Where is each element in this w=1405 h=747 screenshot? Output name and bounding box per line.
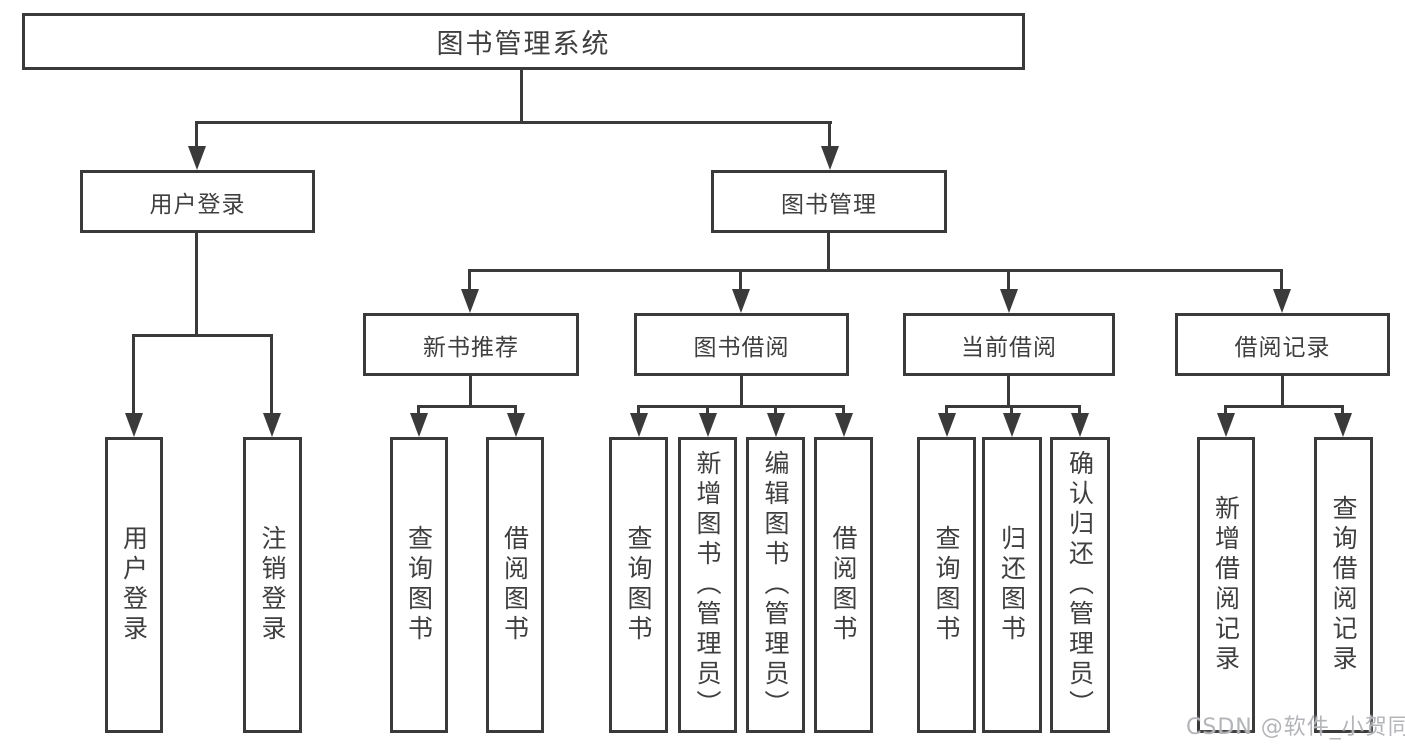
node-label: 当前借阅 [961, 334, 1057, 361]
node-label: 借阅记录 [1234, 334, 1331, 361]
leaf-query-books-borrow: 查询图书 [609, 437, 668, 733]
arrowhead-down-icon [125, 413, 143, 437]
connector-vline [1341, 405, 1344, 417]
connector-vline [1281, 376, 1284, 408]
connector-hline [945, 405, 1081, 408]
node-user-login: 用户登录 [80, 170, 315, 233]
arrowhead-down-icon [1334, 413, 1352, 437]
arrowhead-down-icon [1000, 289, 1018, 313]
leaf-query-borrow-record: 查询借阅记录 [1314, 437, 1373, 733]
leaf-add-book-admin: 新增图书（管理员） [678, 437, 737, 733]
leaf-logout: 注销登录 [243, 437, 302, 733]
leaf-return-books: 归还图书 [982, 437, 1042, 733]
connector-vline [945, 405, 948, 417]
node-library-system: 图书管理系统 [22, 13, 1025, 70]
arrowhead-down-icon [821, 146, 839, 170]
connector-vline [468, 269, 471, 292]
connector-vline [469, 376, 472, 408]
node-label: 新书推荐 [423, 334, 519, 361]
arrowhead-down-icon [410, 413, 428, 437]
connector-hline [195, 121, 832, 124]
connector-vline [270, 334, 273, 415]
leaf-query-books-current: 查询图书 [917, 437, 976, 733]
connector-vline [739, 269, 742, 292]
connector-vline [195, 121, 198, 149]
connector-vline [1280, 269, 1283, 292]
connector-vline [740, 376, 743, 408]
connector-vline [774, 405, 777, 417]
leaf-label: 查询借阅记录 [1329, 495, 1358, 675]
leaf-label: 注销登录 [258, 525, 287, 645]
connector-vline [1007, 376, 1010, 408]
connector-vline [842, 405, 845, 417]
arrowhead-down-icon [461, 289, 479, 313]
arrowhead-down-icon [938, 413, 956, 437]
leaf-borrow-books: 借阅图书 [814, 437, 873, 733]
leaf-label: 借阅图书 [500, 525, 530, 645]
leaf-borrow-books-recommend: 借阅图书 [486, 437, 544, 733]
connector-vline [1224, 405, 1227, 417]
node-book-management: 图书管理 [711, 170, 947, 233]
leaf-confirm-return-admin: 确认归还（管理员） [1050, 437, 1110, 733]
connector-vline [132, 334, 135, 415]
leaf-add-borrow-record: 新增借阅记录 [1197, 437, 1255, 733]
connector-hline [637, 405, 845, 408]
connector-hline [417, 405, 517, 408]
node-label: 图书管理 [781, 191, 877, 218]
leaf-label: 查询图书 [624, 525, 653, 645]
node-label: 图书借阅 [693, 334, 790, 361]
arrowhead-down-icon [507, 413, 525, 437]
arrowhead-down-icon [1217, 413, 1235, 437]
arrowhead-down-icon [263, 413, 281, 437]
connector-hline [1224, 405, 1344, 408]
arrowhead-down-icon [767, 413, 785, 437]
connector-vline [195, 233, 198, 337]
connector-vline [417, 405, 420, 417]
node-current-borrow: 当前借阅 [903, 313, 1115, 376]
arrowhead-down-icon [1071, 413, 1089, 437]
connector-vline [637, 405, 640, 417]
arrowhead-down-icon [835, 413, 853, 437]
arrowhead-down-icon [699, 413, 717, 437]
leaf-label: 确认归还（管理员） [1065, 450, 1095, 720]
csdn-watermark: CSDN @软件_小贺同学 [1186, 715, 1405, 740]
node-new-book-recommend: 新书推荐 [363, 313, 579, 376]
leaf-label: 归还图书 [997, 525, 1027, 645]
leaf-label: 查询图书 [404, 525, 434, 645]
node-label: 图书管理系统 [436, 29, 611, 60]
connector-vline [1010, 405, 1013, 417]
node-book-borrow: 图书借阅 [634, 313, 849, 376]
leaf-query-books-recommend: 查询图书 [390, 437, 448, 733]
leaf-label: 新增借阅记录 [1211, 495, 1241, 675]
arrowhead-down-icon [1003, 413, 1021, 437]
connector-hline [132, 334, 273, 337]
arrowhead-down-icon [732, 289, 750, 313]
leaf-label: 借阅图书 [829, 525, 858, 645]
connector-vline [514, 405, 517, 417]
node-borrow-records: 借阅记录 [1175, 313, 1390, 376]
arrowhead-down-icon [188, 146, 206, 170]
leaf-user-login: 用户登录 [105, 437, 163, 733]
leaf-label: 新增图书（管理员） [693, 450, 722, 720]
connector-vline [1007, 269, 1010, 292]
arrowhead-down-icon [630, 413, 648, 437]
leaf-label: 编辑图书（管理员） [761, 450, 790, 720]
connector-vline [1078, 405, 1081, 417]
arrowhead-down-icon [1273, 289, 1291, 313]
connector-vline [520, 70, 523, 123]
connector-vline [706, 405, 709, 417]
node-label: 用户登录 [149, 191, 246, 218]
leaf-label: 用户登录 [119, 525, 149, 645]
connector-vline [828, 121, 831, 149]
connector-hline [468, 269, 1283, 272]
leaf-edit-book-admin: 编辑图书（管理员） [746, 437, 805, 733]
leaf-label: 查询图书 [932, 525, 961, 645]
connector-vline [827, 233, 830, 272]
